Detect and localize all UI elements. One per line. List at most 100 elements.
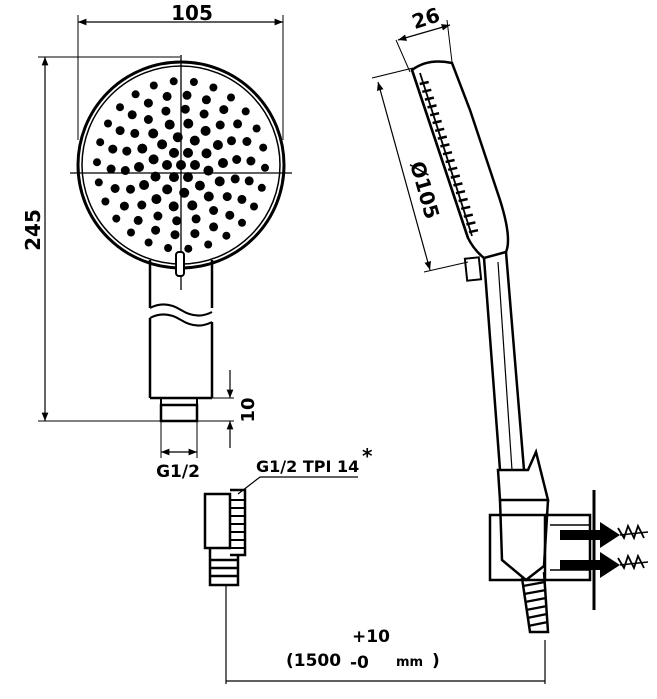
nozzle-dot [112,214,121,223]
nozzle-dot [168,201,179,212]
nozzle-dot [182,90,192,100]
nozzle-dot [157,139,168,150]
nozzle-dot [215,120,225,130]
hose-length-close: ) [432,651,440,671]
nozzle-dot [183,147,193,158]
nozzle-tooth [442,150,453,156]
nozzle-dot [194,180,205,191]
nozzle-dot [184,244,193,253]
wall-screws [560,522,649,578]
nozzle-dot [222,192,232,202]
nozzle-dot [191,214,201,224]
nozzle-dot [131,90,140,99]
side-view: 26 Ø105 [371,3,649,634]
nozzle-dot [148,128,159,139]
nozzle-dot [230,174,240,184]
nozzle-dot [169,147,179,158]
nozzle-dot [183,172,193,183]
nozzle-tooth [440,143,450,148]
nozzle-dot [127,110,137,120]
nozzle-dot [203,191,214,202]
button-slider [175,251,185,277]
nozzle-dot [218,158,228,168]
nozzle-dot [161,106,171,116]
nozzle-dot [227,93,235,102]
nozzle-dot [257,183,266,192]
nozzle-tooth [463,213,474,218]
nozzle-dot [137,200,147,210]
nozzle-tooth [450,174,461,179]
nozzle-tooth [437,135,448,140]
nozzle-dot [143,115,153,124]
connector-nut [159,397,199,423]
nozzle-dot [96,138,105,147]
nozzle-dot [259,143,268,152]
nozzle-dot [212,140,223,150]
nozzle-dot [250,202,258,211]
nozzle-dot [106,164,116,174]
dim-label-head-depth: 26 [409,3,443,34]
nozzle-dot [189,135,200,146]
nozzle-dot [199,109,209,119]
nozzle-dot [139,180,150,190]
nozzle-dot [214,176,225,187]
nozzle-tooth [455,189,466,195]
nozzle-dot [238,218,246,227]
nozzle-dot [203,165,214,176]
dim-hose-length: (1500 +10 -0 mm ) [225,585,546,684]
nozzle-dot [119,201,129,211]
nozzle-dot [127,228,135,237]
side-handle [482,251,526,471]
nozzle-dot [169,172,179,183]
nozzle-tooth [453,182,463,187]
nozzle-dot [164,244,173,252]
dim-label-connection: G1/2 [156,462,200,482]
side-button [463,256,483,282]
nozzle-tooth [447,166,458,172]
nozzle-tooth [468,228,479,234]
nozzle-tooth [427,104,437,109]
nozzle-tooth [460,205,471,211]
nozzle-dot [133,215,143,225]
nozzle-dot [153,211,163,221]
nozzle-dot [122,146,132,156]
nozzle-dot [201,148,212,159]
nozzle-dot [183,118,194,129]
nozzle-dot [261,163,269,172]
nozzle-dot [237,194,247,204]
nozzle-tooth [424,96,435,101]
handle [148,251,214,400]
nozzle-dot [241,107,250,116]
nozzle-dot [162,184,173,195]
nozzle-dot [144,238,153,247]
nozzle-dot [233,119,243,129]
nozzle-dot [148,154,159,165]
nozzle-dot [149,81,158,90]
nozzle-dot [172,216,182,226]
nozzle-dot [180,104,190,114]
nozzle-dot [108,144,118,154]
nozzle-dot [93,158,101,167]
front-view: 105 245 10 G1/2 [21,1,292,482]
dim-head-width: 105 [77,1,284,140]
nozzle-dot [209,206,219,215]
dim-label-head-width: 105 [171,1,213,25]
hose-length-value: (1500 [286,651,341,671]
nozzle-tooth [466,221,476,226]
nozzle-dot [162,160,172,170]
nozzle-dot [244,176,254,186]
hose-tolerance-minus: -0 [350,653,369,673]
nozzle-dot [227,136,236,146]
dim-nut-height: 10 [198,370,259,448]
thread-spec-label: G1/2 TPI 14 [256,457,359,476]
nozzle-dot [137,143,148,154]
nozzle-dot [209,222,219,232]
nozzle-dot [126,184,135,194]
nozzle-dot [151,225,161,235]
nozzle-dot [116,103,124,112]
nozzle-dot [134,162,144,172]
nozzle-dot [225,210,235,220]
dim-connection: G1/2 [156,421,200,482]
side-head-body [410,60,510,260]
